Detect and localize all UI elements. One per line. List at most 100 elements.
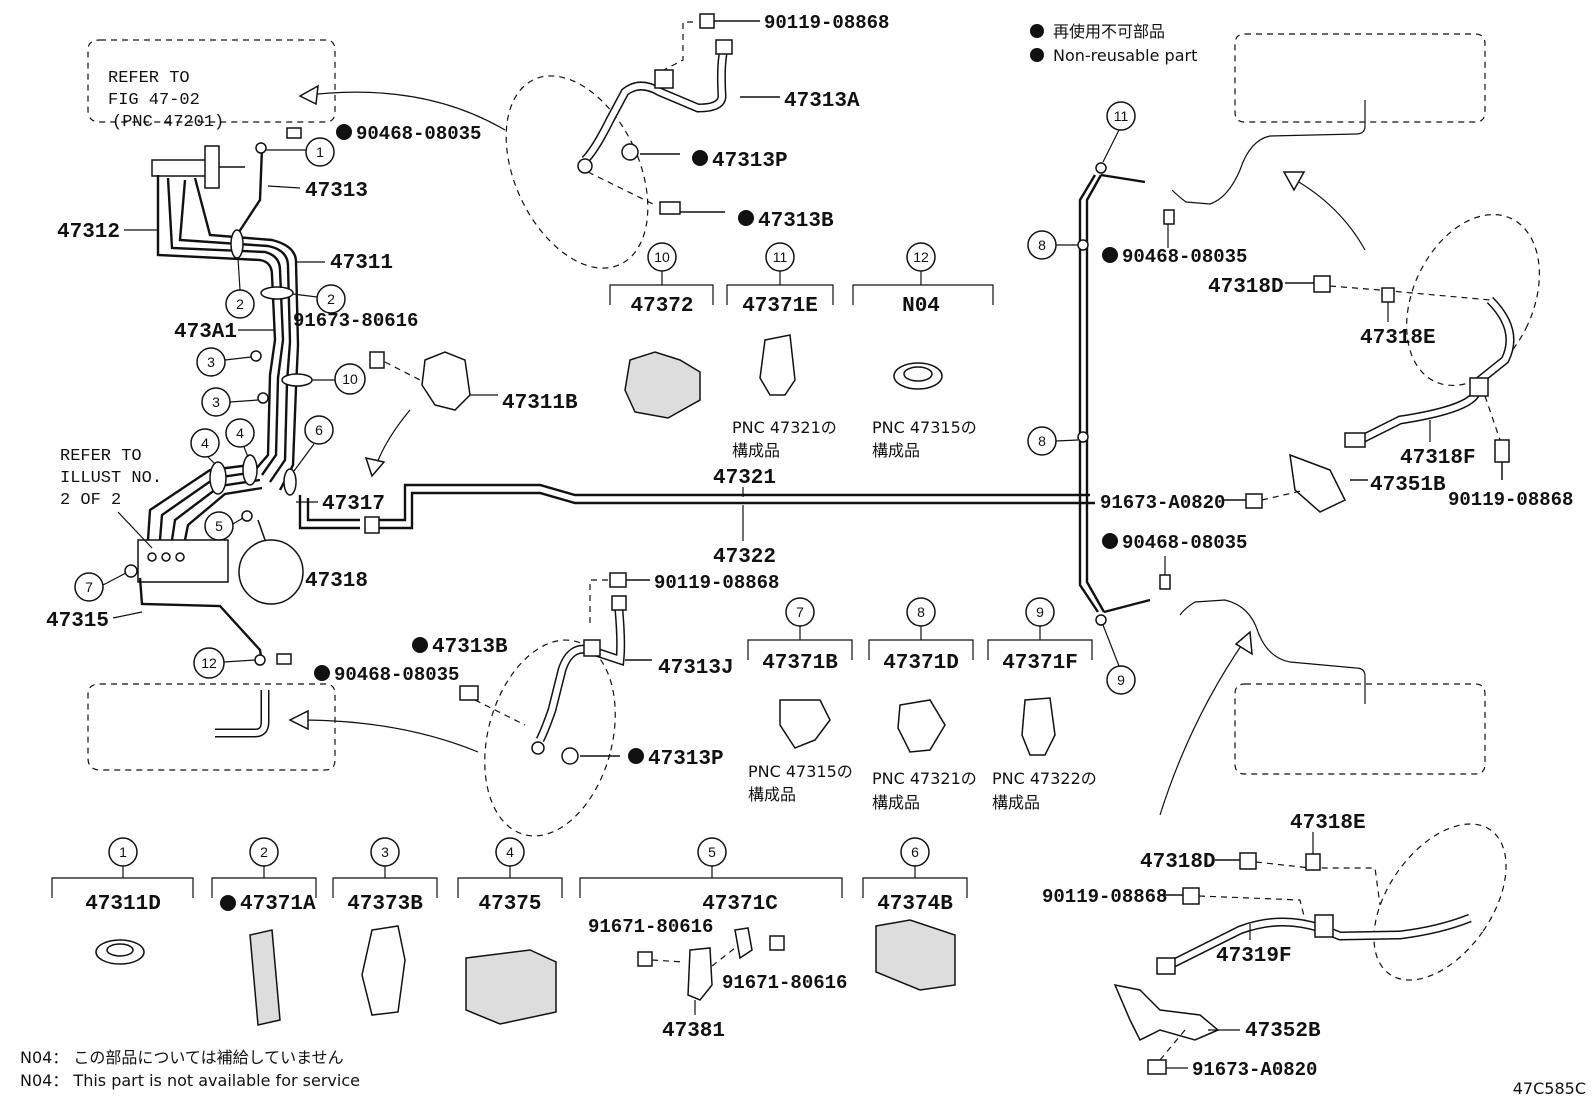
svg-text:2: 2 xyxy=(260,844,268,860)
group-7: 7 47371B PNC 47315の 構成品 xyxy=(747,597,853,804)
svg-text:12: 12 xyxy=(201,655,217,671)
svg-text:4: 4 xyxy=(506,844,514,860)
legend-en: Non-reusable part xyxy=(1053,46,1197,65)
non-reusable-bullet-icon xyxy=(220,895,236,911)
group-note: 構成品 xyxy=(872,441,920,460)
group-12: 12 N04 PNC 47315の 構成品 xyxy=(852,242,994,460)
part-label: 47312 xyxy=(57,221,120,244)
footer-note-jp: N04： この部品については補給していません xyxy=(20,1048,344,1067)
group-note: PNC 47322の xyxy=(992,769,1097,788)
callout-5: 5 xyxy=(204,511,244,541)
group-sub-label: 91671-80616 xyxy=(722,972,847,994)
group-part-label: 47371C xyxy=(702,893,778,916)
non-reusable-bullet-icon xyxy=(1030,48,1044,62)
group-note: 構成品 xyxy=(992,793,1040,812)
part-label: 47318D xyxy=(1208,276,1284,299)
non-reusable-bullet-icon xyxy=(1102,533,1118,549)
svg-text:3: 3 xyxy=(207,354,215,370)
svg-text:11: 11 xyxy=(773,249,788,265)
svg-text:10: 10 xyxy=(654,249,670,265)
group-note: PNC 47315の xyxy=(748,762,853,781)
group-9: 9 47371F PNC 47322の 構成品 xyxy=(987,597,1097,812)
top-hose-assembly xyxy=(505,13,780,269)
part-label: 47318D xyxy=(1140,851,1216,874)
group-note: 構成品 xyxy=(732,441,780,460)
group-11: 11 47371E PNC 47321の 構成品 xyxy=(726,242,837,460)
svg-text:10: 10 xyxy=(342,371,358,387)
part-label: 90468-08035 xyxy=(334,664,459,686)
part-label: 91673-A0820 xyxy=(1192,1059,1317,1081)
svg-text:8: 8 xyxy=(1038,237,1046,253)
svg-text:12: 12 xyxy=(913,249,929,265)
svg-text:7: 7 xyxy=(796,604,804,620)
callout-11: 11 xyxy=(1102,101,1136,163)
group-sub-label: 91671-80616 xyxy=(588,916,713,938)
part-label: 473A1 xyxy=(174,321,237,344)
svg-text:1: 1 xyxy=(316,144,324,160)
part-label: 47315 xyxy=(46,610,109,633)
diagram-code: 47C585C xyxy=(1513,1079,1586,1098)
group-note: PNC 47321の xyxy=(872,769,977,788)
group-part-label: 47371E xyxy=(742,295,818,318)
non-reusable-bullet-icon xyxy=(336,124,352,140)
group-sub-label: 47381 xyxy=(662,1020,725,1043)
ref-box-bottom-left xyxy=(87,683,479,771)
callout-6: 6 xyxy=(293,415,334,472)
part-label: 90468-08035 xyxy=(1122,532,1247,554)
part-label: 47313P xyxy=(648,748,724,771)
callout-8: 8 xyxy=(1027,230,1078,260)
svg-text:5: 5 xyxy=(708,844,716,860)
svg-text:11: 11 xyxy=(1114,108,1129,124)
callout-7: 7 xyxy=(74,572,127,602)
part-label: 47313B xyxy=(432,636,508,659)
callout-12: 12 xyxy=(193,647,256,679)
group-note: PNC 47321の xyxy=(732,418,837,437)
ref-fig-line2: FIG 47-02 xyxy=(108,91,200,110)
footer: N04： この部品については補給していません N04： This part is… xyxy=(20,1048,1586,1098)
part-label: 91673-A0820 xyxy=(1100,492,1225,514)
group-8: 8 47371D PNC 47321の 構成品 xyxy=(868,597,977,812)
group-1: 1 47311D xyxy=(51,837,194,965)
svg-text:5: 5 xyxy=(215,518,223,534)
group-note: 構成品 xyxy=(748,785,796,804)
callout-8: 8 xyxy=(1027,426,1079,456)
non-reusable-bullet-icon xyxy=(738,210,754,226)
group-part-label: 47311D xyxy=(85,893,161,916)
part-label: 90119-08868 xyxy=(654,572,779,594)
group-part-label: 47372 xyxy=(630,295,693,318)
group-2: 2 47371A xyxy=(211,837,317,1026)
callout-3: 3 xyxy=(201,387,259,417)
group-part-label: 47375 xyxy=(478,893,541,916)
part-label: 47317 xyxy=(322,493,385,516)
part-label: 91673-80616 xyxy=(293,310,418,332)
part-label: 90119-08868 xyxy=(764,12,889,34)
callout-2: 2 xyxy=(292,284,346,314)
arrow-icon xyxy=(288,709,309,731)
part-label: 47321 xyxy=(713,467,776,490)
group-note: 構成品 xyxy=(872,793,920,812)
svg-text:8: 8 xyxy=(1038,433,1046,449)
part-label: 47318E xyxy=(1290,812,1366,835)
part-label: 47311B xyxy=(502,392,578,415)
callout-3: 3 xyxy=(196,347,252,377)
svg-text:2: 2 xyxy=(236,296,244,312)
group-part-label: 47371A xyxy=(240,893,316,916)
group-part-label: N04 xyxy=(902,295,940,318)
ref-fig-line3: (PNC 47201) xyxy=(112,113,224,132)
group-part-label: 47371D xyxy=(883,652,959,675)
group-6: 6 47374B xyxy=(862,837,968,991)
brake-pipe-assembly xyxy=(124,127,1175,666)
part-label: 47313B xyxy=(758,210,834,233)
svg-text:4: 4 xyxy=(236,425,244,441)
ref-illust-line3: 2 OF 2 xyxy=(60,491,121,510)
non-reusable-bullet-icon xyxy=(628,748,644,764)
callout-10: 10 xyxy=(312,363,366,395)
svg-text:2: 2 xyxy=(327,291,335,307)
bracket-47311b xyxy=(364,351,498,478)
arrow-icon xyxy=(364,456,386,478)
part-label: 90468-08035 xyxy=(1122,246,1247,268)
callout-1: 1 xyxy=(266,137,335,167)
callout-9: 9 xyxy=(1102,624,1136,695)
non-reusable-bullet-icon xyxy=(314,665,330,681)
